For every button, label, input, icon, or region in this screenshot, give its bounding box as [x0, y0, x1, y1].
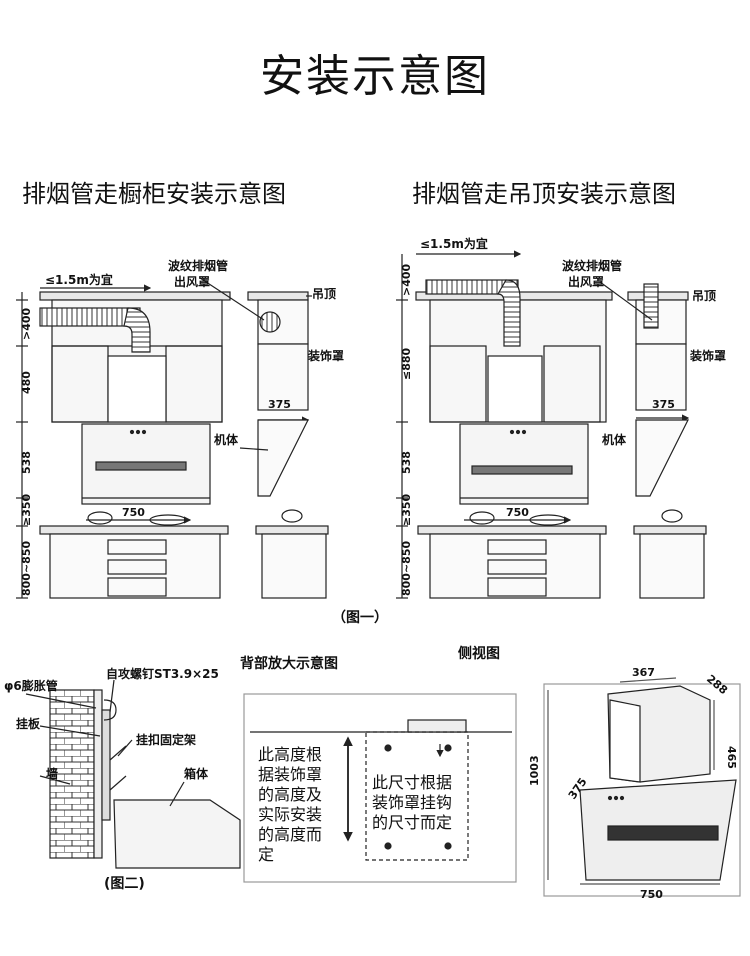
left-d350-label: ≥350 — [20, 493, 33, 526]
plate-label: 挂板 — [16, 716, 41, 731]
side-d750-label: 750 — [640, 888, 663, 901]
right-d350-label: ≥350 — [400, 493, 413, 526]
brick-wall — [49, 689, 95, 859]
fig1-caption: （图一） — [332, 610, 388, 626]
left-installation-figure — [16, 277, 329, 599]
anchor-label: φ6膨胀管 — [4, 678, 58, 693]
left-subtitle: 排烟管走橱柜安装示意图 — [22, 180, 286, 208]
left-outlet-label: 出风罩 — [174, 274, 210, 289]
hang-plate — [101, 709, 111, 821]
left-countertop — [39, 525, 229, 535]
back-note-left-6: 定 — [258, 845, 274, 864]
right-duct-label: 波纹排烟管 — [562, 258, 622, 273]
left-w375-label: 375 — [268, 398, 291, 411]
fig2-caption: (图二) — [104, 876, 145, 892]
back-title: 背部放大示意图 — [240, 655, 338, 672]
wall-mount-figure — [25, 679, 241, 869]
left-body-label: 机体 — [214, 432, 239, 447]
side-title: 侧视图 — [458, 645, 500, 662]
side-d367-label: 367 — [632, 666, 655, 679]
right-outlet-label: 出风罩 — [568, 274, 604, 289]
screw-label: 自攻螺钉ST3.9×25 — [106, 666, 219, 681]
right-subtitle: 排烟管走吊顶安装示意图 — [412, 180, 676, 208]
back-note-left-2: 据装饰罩 — [258, 765, 322, 784]
right-d400-label: >400 — [400, 263, 413, 296]
right-side-hood — [635, 419, 689, 497]
right-d880-label: ≤880 — [400, 347, 413, 380]
back-note-left-3: 的高度及 — [258, 785, 322, 804]
right-installation-figure — [396, 250, 707, 599]
right-w375-label: 375 — [652, 398, 675, 411]
wall-label: 墙 — [46, 766, 58, 781]
back-note-right-2: 装饰罩挂钩 — [372, 793, 452, 812]
right-d538-label: 538 — [400, 451, 413, 474]
side-d465-label: 465 — [725, 746, 738, 769]
left-cover-label: 装饰罩 — [307, 348, 344, 363]
back-note-right-1: 此尺寸根据 — [372, 773, 452, 792]
right-side-cover — [635, 343, 687, 411]
right-d800-label: 800~850 — [400, 541, 413, 596]
box-label: 箱体 — [184, 766, 209, 781]
back-enlarged-figure — [243, 693, 517, 883]
page-title: 安装示意图 — [260, 51, 490, 102]
back-note-left-4: 实际安装 — [258, 805, 322, 824]
left-d538-label: 538 — [20, 451, 33, 474]
left-duct-label: 波纹排烟管 — [168, 258, 228, 273]
left-top-board — [39, 291, 231, 301]
left-side-hood — [257, 419, 309, 497]
bracket-label: 挂扣固定架 — [136, 732, 196, 747]
right-w750-label: 750 — [506, 506, 529, 519]
left-w750-label: 750 — [122, 506, 145, 519]
back-note-left-5: 的高度而 — [258, 825, 322, 844]
left-d800-label: 800~850 — [20, 541, 33, 596]
back-frame — [243, 693, 517, 883]
side-view-figure — [543, 677, 741, 897]
left-side-cover — [257, 343, 309, 411]
side-d1003-label: 1003 — [528, 755, 541, 786]
right-top-width-label: ≤1.5m为宜 — [420, 236, 488, 251]
back-note-left-1: 此高度根 — [258, 745, 322, 764]
left-d400-label: >400 — [20, 307, 33, 340]
back-note-right-3: 的尺寸而定 — [372, 813, 452, 832]
right-hood-body — [459, 423, 589, 505]
left-ceiling-label: 吊顶 — [312, 287, 336, 301]
box-body — [113, 799, 241, 869]
right-cover-label: 装饰罩 — [689, 348, 726, 363]
left-base-cabinet — [49, 533, 221, 599]
right-ceiling-label: 吊顶 — [692, 289, 716, 303]
left-d480-label: 480 — [20, 371, 33, 394]
right-body-label: 机体 — [602, 432, 627, 447]
left-top-width-label: ≤1.5m为宜 — [45, 272, 113, 287]
